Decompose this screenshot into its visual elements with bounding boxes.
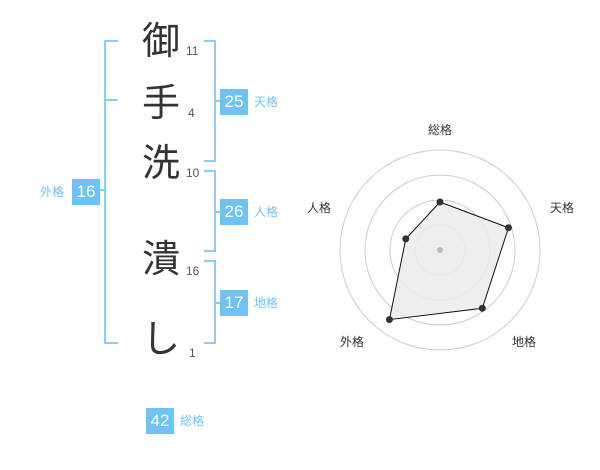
chikaku-value: 17 (220, 290, 248, 316)
jinkaku-tick (214, 211, 222, 213)
name-char-5: し (142, 317, 181, 361)
soukaku-label: 総格 (180, 414, 205, 428)
gaikaku-tick (104, 99, 118, 101)
gaikaku-label: 外格 (40, 185, 65, 199)
radar-area (388, 201, 510, 321)
stroke-count-5: 1 (189, 346, 196, 360)
name-char-2: 手 (142, 81, 181, 125)
radar-label-chikaku: 地格 (512, 335, 537, 349)
radar-label-tenkaku: 天格 (550, 201, 575, 215)
radar-point-2 (504, 224, 512, 232)
radar-point-3 (478, 304, 486, 312)
soukaku-value: 42 (146, 408, 174, 434)
radar-point-4 (385, 316, 393, 324)
jinkaku-label: 人格 (254, 205, 279, 219)
gaikaku-tick (98, 189, 106, 191)
radar-center-dot (437, 247, 443, 253)
radar-points (385, 198, 512, 324)
radar-grid-ring (339, 149, 541, 351)
chikaku-label: 地格 (254, 296, 279, 310)
radar-label-gaikaku: 外格 (340, 335, 365, 349)
radar-point-1 (436, 198, 444, 206)
tenkaku-label: 天格 (254, 95, 279, 109)
radar-label-soukaku: 総格 (428, 123, 453, 137)
tenkaku-value: 25 (220, 89, 248, 115)
name-char-3: 洗 (142, 141, 181, 185)
radar-grid-ring (364, 174, 516, 326)
gaikaku-bracket (104, 40, 118, 344)
stroke-count-4: 16 (186, 264, 200, 278)
radar-point-5 (402, 235, 410, 243)
name-char-4: 潰 (142, 237, 181, 281)
stroke-count-3: 10 (186, 166, 200, 180)
jinkaku-value: 26 (220, 199, 248, 225)
radar-label-jinkaku: 人格 (307, 201, 332, 215)
name-char-1: 御 (142, 19, 181, 63)
gaikaku-value: 16 (72, 179, 100, 205)
tenkaku-tick (214, 100, 222, 102)
stroke-count-1: 11 (186, 44, 199, 58)
stroke-count-2: 4 (188, 106, 195, 120)
chikaku-tick (214, 302, 222, 304)
